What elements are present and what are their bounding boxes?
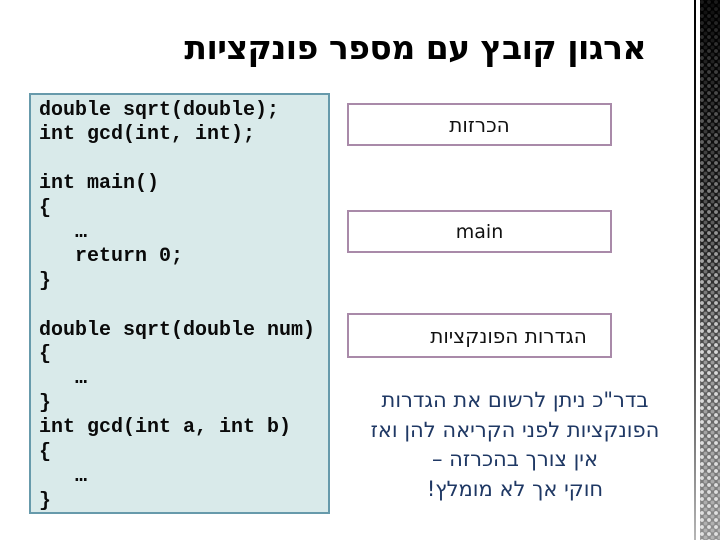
page-title: ארגון קובץ עם מספר פונקציות	[184, 28, 646, 67]
code-text: double sqrt(double); int gcd(int, int); …	[39, 99, 316, 513]
label-box-function-definitions: הגדרות הפונקציות	[347, 313, 612, 358]
label-box-main: main	[347, 210, 612, 253]
code-panel: double sqrt(double); int gcd(int, int); …	[29, 93, 330, 514]
label-box-declarations: הכרזות	[347, 103, 612, 146]
note-text: בדר"כ ניתן לרשום את הגדרות הפונקציות לפנ…	[352, 386, 678, 504]
note-line: בדר"כ ניתן לרשום את הגדרות	[381, 388, 649, 412]
decorative-stripe-line	[694, 0, 696, 540]
note-line: חוקי אך לא מומלץ!	[426, 476, 604, 501]
note-line: אין צורך בהכרזה –	[431, 447, 599, 471]
decorative-stripe-bar	[700, 0, 720, 540]
note-line: הפונקציות לפני הקריאה להן ואז	[370, 417, 660, 442]
